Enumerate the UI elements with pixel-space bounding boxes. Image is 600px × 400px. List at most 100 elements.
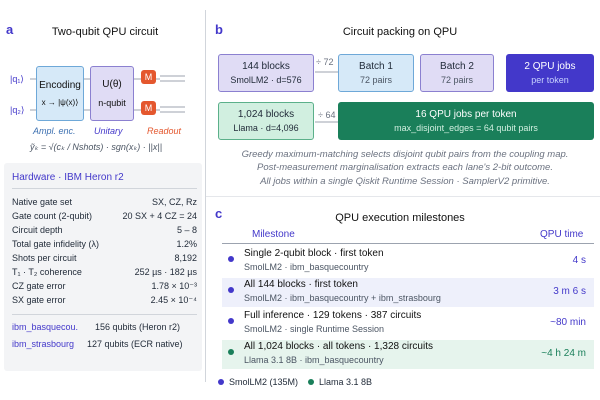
legend: SmolLM2 (135M) Llama 3.1 8B: [218, 377, 372, 387]
jobs-16-label: 16 QPU jobs per token: [415, 108, 517, 120]
measure-2-label: M: [144, 102, 153, 113]
hw-row: CZ gate error 1.78 × 10⁻³: [12, 281, 197, 292]
packing-note-line: All jobs within a single Qiskit Runtime …: [260, 175, 550, 187]
panel-c-title: QPU execution milestones: [335, 212, 465, 224]
milestone-column-header: Milestone: [252, 229, 295, 240]
hw-key: Gate count (2-qubit): [12, 211, 93, 221]
encoding-block: Encoding x → |ψ(x)⟩: [36, 66, 84, 121]
backend-name: ibm_basquecou.: [12, 322, 79, 332]
milestone-detail: SmolLM2 · ibm_basquecountry: [244, 262, 369, 272]
milestone-time: 4 s: [572, 255, 586, 266]
backend-desc: 127 qubits (ECR native): [87, 339, 183, 349]
hw-key: SX gate error: [12, 295, 66, 305]
milestone-row: Full inference · 129 tokens · 387 circui…: [222, 309, 594, 338]
llama-blocks-box: 1,024 blocks Llama · d=4,096: [218, 102, 314, 140]
milestone-time: ~80 min: [550, 317, 586, 328]
hw-value: 1.78 × 10⁻³: [151, 281, 197, 291]
milestone-row: Single 2-qubit block · first token SmolL…: [222, 247, 594, 276]
hw-key: Circuit depth: [12, 225, 63, 235]
panel-b-title: Circuit packing on QPU: [342, 26, 458, 38]
hw-value: 5 – 8: [176, 225, 197, 235]
smollm2-blocks-count: 144 blocks: [242, 60, 290, 72]
batch-2-label: Batch 2: [440, 60, 474, 72]
panel-a-letter: a: [6, 22, 14, 37]
backend-rule: [12, 314, 197, 315]
milestone-time: ~4 h 24 m: [541, 348, 586, 359]
hw-value: 252 µs · 182 µs: [134, 267, 197, 277]
header-rule: [222, 243, 594, 244]
hw-key: Total gate infidelity (λ): [12, 239, 100, 249]
jobs-2-box: 2 QPU jobs per token: [506, 54, 594, 92]
milestone-title: Single 2-qubit block · first token: [244, 248, 384, 259]
hw-row: Native gate set SX, CZ, Rz: [12, 197, 197, 207]
batch-2-box: Batch 2 72 pairs: [420, 54, 494, 92]
milestone-title: All 144 blocks · first token: [244, 279, 358, 290]
panel-c-letter: c: [215, 206, 223, 221]
milestone-time: 3 m 6 s: [553, 286, 586, 297]
smollm2-blocks-box: 144 blocks SmolLM2 · d=576: [218, 54, 314, 92]
jobs-2-label: 2 QPU jobs: [524, 60, 576, 72]
panel-b-letter: b: [215, 22, 223, 37]
milestone-title: All 1,024 blocks · all tokens · 1,328 ci…: [244, 341, 433, 352]
hw-row: Circuit depth 5 – 8: [12, 225, 197, 235]
batch-1-label: Batch 1: [359, 60, 393, 72]
hardware-title-rule: [12, 188, 197, 189]
encoding-label: Encoding: [39, 80, 81, 92]
hw-row: Gate count (2-qubit)20 SX + 4 CZ = 24: [12, 211, 197, 221]
readout-formula: ỹₖ = √(cₖ / Nshots) · sgn(xₖ) · ||x||: [30, 142, 163, 152]
smollm2-marker: [228, 287, 234, 293]
hardware-title: Hardware · IBM Heron r2: [12, 172, 124, 183]
encoding-caption: Ampl. enc.: [33, 126, 76, 136]
split-arrows: [315, 71, 338, 73]
backend-row: ibm_strasbourg 127 qubits (ECR native): [12, 339, 202, 349]
hardware-card: [4, 163, 202, 371]
smollm2-legend-dot: [218, 379, 224, 385]
measure-block-1: M: [141, 70, 156, 84]
qubit-1-label: |q₁⟩: [10, 74, 24, 84]
batch-1-pairs: 72 pairs: [359, 75, 393, 86]
batch-1-box: Batch 1 72 pairs: [338, 54, 414, 92]
smollm2-blocks-model: SmolLM2 · d=576: [230, 75, 302, 86]
llama-legend-dot: [308, 379, 315, 385]
divide-64-label: ÷ 64: [318, 110, 336, 120]
smollm2-legend-label: SmolLM2 (135M): [229, 377, 299, 387]
hw-value: 8,192: [174, 253, 197, 263]
readout-caption: Readout: [147, 126, 182, 136]
unitary-sublabel: n-qubit: [98, 98, 126, 109]
panel-bc-divider: [206, 196, 600, 197]
jobs-2-sub: per token: [531, 75, 569, 86]
time-column-header: QPU time: [540, 229, 584, 240]
packing-note-line: Greedy maximum-matching selects disjoint…: [241, 149, 569, 160]
hw-key: CZ gate error: [12, 281, 66, 291]
llama-blocks-count: 1,024 blocks: [237, 108, 295, 120]
measure-block-2: M: [141, 101, 156, 115]
hw-key: Shots per circuit: [12, 253, 77, 263]
llama-arrow: [315, 121, 338, 123]
smollm2-marker: [228, 256, 234, 262]
hw-key: T₁ · T₂ coherence: [12, 267, 82, 277]
panel-a-frame: [2, 10, 206, 382]
packing-note: Greedy maximum-matching selects disjoint…: [210, 148, 600, 188]
panel-a-title: Two-qubit QPU circuit: [51, 26, 159, 38]
milestone-row: All 1,024 blocks · all tokens · 1,328 ci…: [222, 340, 594, 369]
encoding-sublabel: x → |ψ(x)⟩: [41, 97, 79, 107]
milestone-row: All 144 blocks · first token SmolLM2 · i…: [222, 278, 594, 307]
jobs-16-box: 16 QPU jobs per token max_disjoint_edges…: [338, 102, 594, 140]
milestone-title: Full inference · 129 tokens · 387 circui…: [244, 310, 422, 321]
hw-row: Total gate infidelity (λ) 1.2%: [12, 239, 197, 249]
hw-row: Shots per circuit 8,192: [12, 253, 197, 263]
milestone-detail: SmolLM2 · ibm_basquecountry + ibm_strasb…: [244, 293, 441, 303]
hw-value: SX, CZ, Rz: [151, 197, 197, 207]
llama-legend-label: Llama 3.1 8B: [319, 377, 373, 387]
unitary-caption: Unitary: [94, 126, 123, 136]
backend-name: ibm_strasbourg: [12, 339, 75, 349]
divide-72-label: ÷ 72: [316, 57, 334, 67]
measure-1-label: M: [144, 71, 153, 82]
milestone-detail: Llama 3.1 8B · ibm_basquecountry: [244, 355, 384, 365]
hw-value: 1.2%: [176, 239, 197, 249]
llama-marker: [228, 349, 234, 355]
hw-key: Native gate set: [12, 197, 73, 207]
jobs-16-sub: max_disjoint_edges = 64 qubit pairs: [394, 123, 538, 134]
milestone-detail: SmolLM2 · single Runtime Session: [244, 324, 385, 334]
